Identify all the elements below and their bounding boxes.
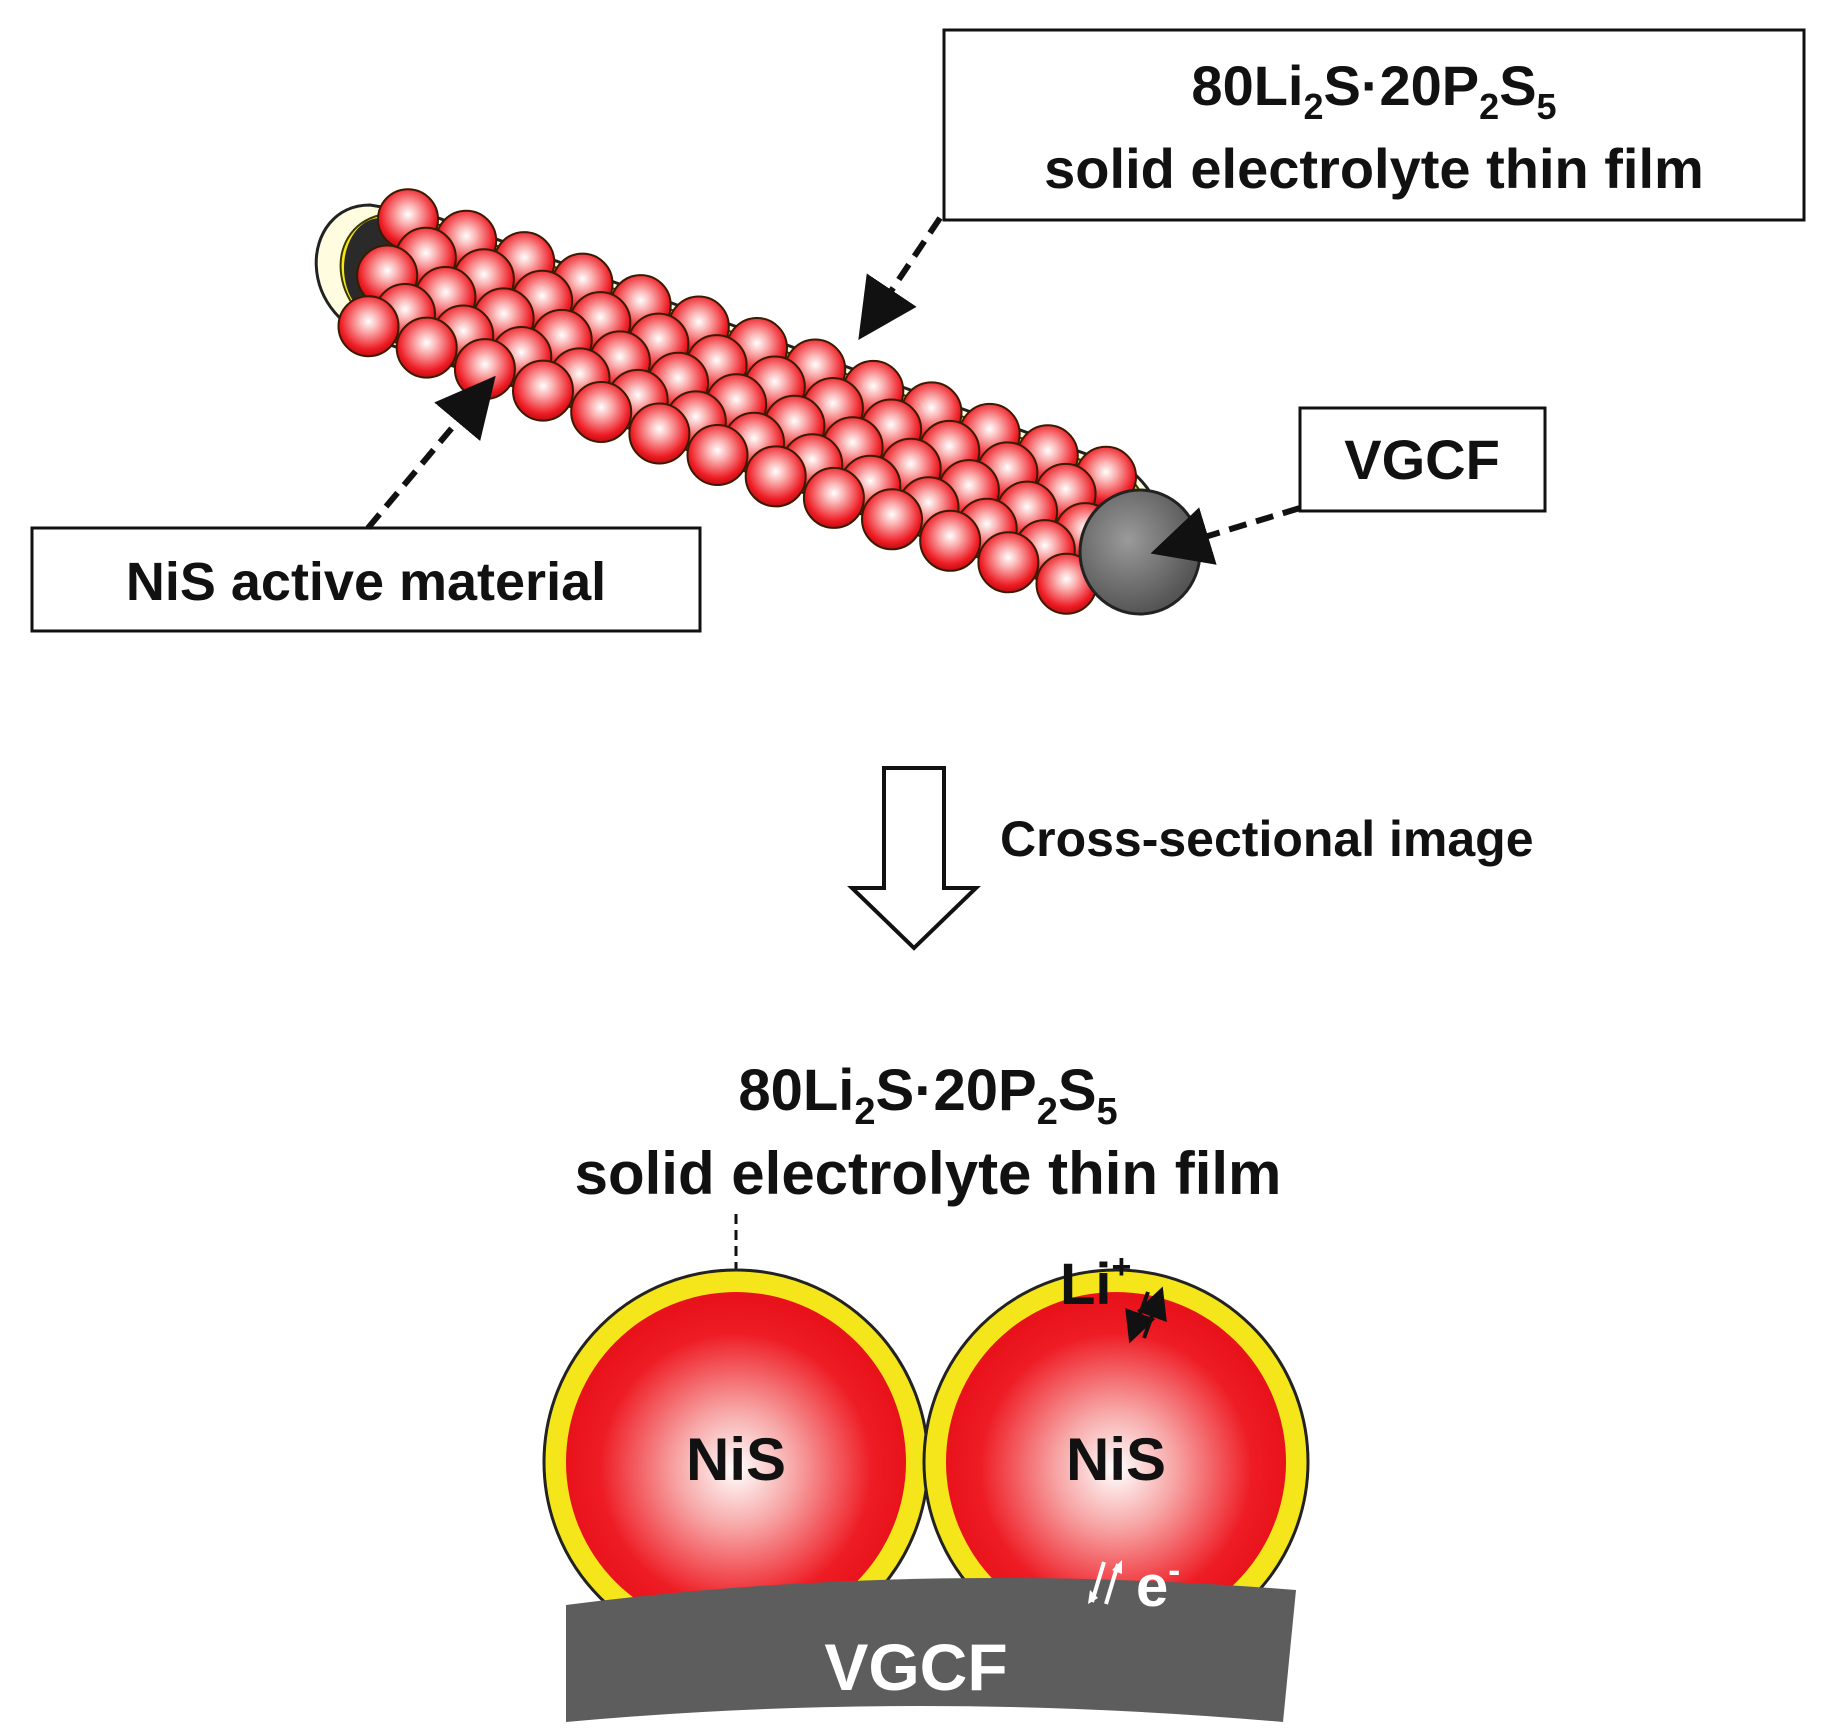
nis-particle-left: NiS — [542, 1268, 930, 1656]
nis-particle-right: NiS — [922, 1268, 1310, 1656]
nis-core-right — [946, 1292, 1286, 1632]
transition-label: Cross-sectional image — [1000, 811, 1534, 867]
top-electrolyte-callout: 80Li2S·20P2S5 solid electrolyte thin fil… — [942, 28, 1806, 222]
top-electrolyte-pointer — [858, 216, 943, 340]
nis-callout-label: NiS active material — [126, 552, 606, 612]
nis-particle — [977, 531, 1040, 594]
nis-particle — [919, 509, 982, 572]
nis-particle — [686, 424, 749, 486]
nis-pointer — [365, 375, 496, 530]
transition-arrow — [847, 766, 981, 951]
vgcf-callout: VGCF — [1298, 406, 1547, 513]
nis-right-label: NiS — [1066, 1426, 1166, 1493]
nis-particle-cluster — [337, 188, 1137, 615]
top-electrolyte-box — [942, 28, 1806, 222]
vgcf-end-cap — [1078, 488, 1202, 616]
bottom-film-label: solid electrolyte thin film — [575, 1140, 1282, 1207]
nis-particle — [337, 295, 400, 358]
top-film-label: solid electrolyte thin film — [1044, 137, 1704, 200]
nis-particle — [570, 381, 633, 443]
nis-particle — [861, 488, 923, 551]
nis-particle — [628, 402, 691, 465]
vgcf-pointer — [1150, 505, 1301, 565]
top-formula: 80Li2S·20P2S5 — [1191, 54, 1556, 127]
vgcf-box — [1298, 406, 1547, 513]
li-ion-label: Li+ — [1060, 1248, 1131, 1317]
nis-particle — [744, 445, 807, 508]
vgcf-base — [566, 1578, 1296, 1722]
nis-particle — [512, 359, 574, 422]
nis-particle — [802, 466, 865, 529]
vgcf-callout-label: VGCF — [1344, 428, 1500, 491]
bottom-formula: 80Li2S·20P2S5 — [738, 1058, 1117, 1133]
nis-callout: NiS active material — [30, 526, 702, 633]
nis-particle — [395, 316, 458, 379]
nis-box — [30, 526, 702, 633]
electron-label: e- — [1136, 1549, 1180, 1619]
electron-exchange-arrows — [1088, 1560, 1122, 1605]
vgcf-base-label: VGCF — [824, 1630, 1007, 1704]
nis-core-left — [566, 1292, 906, 1632]
li-ion-exchange-arrows — [1125, 1286, 1167, 1344]
nis-left-label: NiS — [686, 1426, 786, 1493]
fiber-illustration — [314, 188, 1202, 616]
